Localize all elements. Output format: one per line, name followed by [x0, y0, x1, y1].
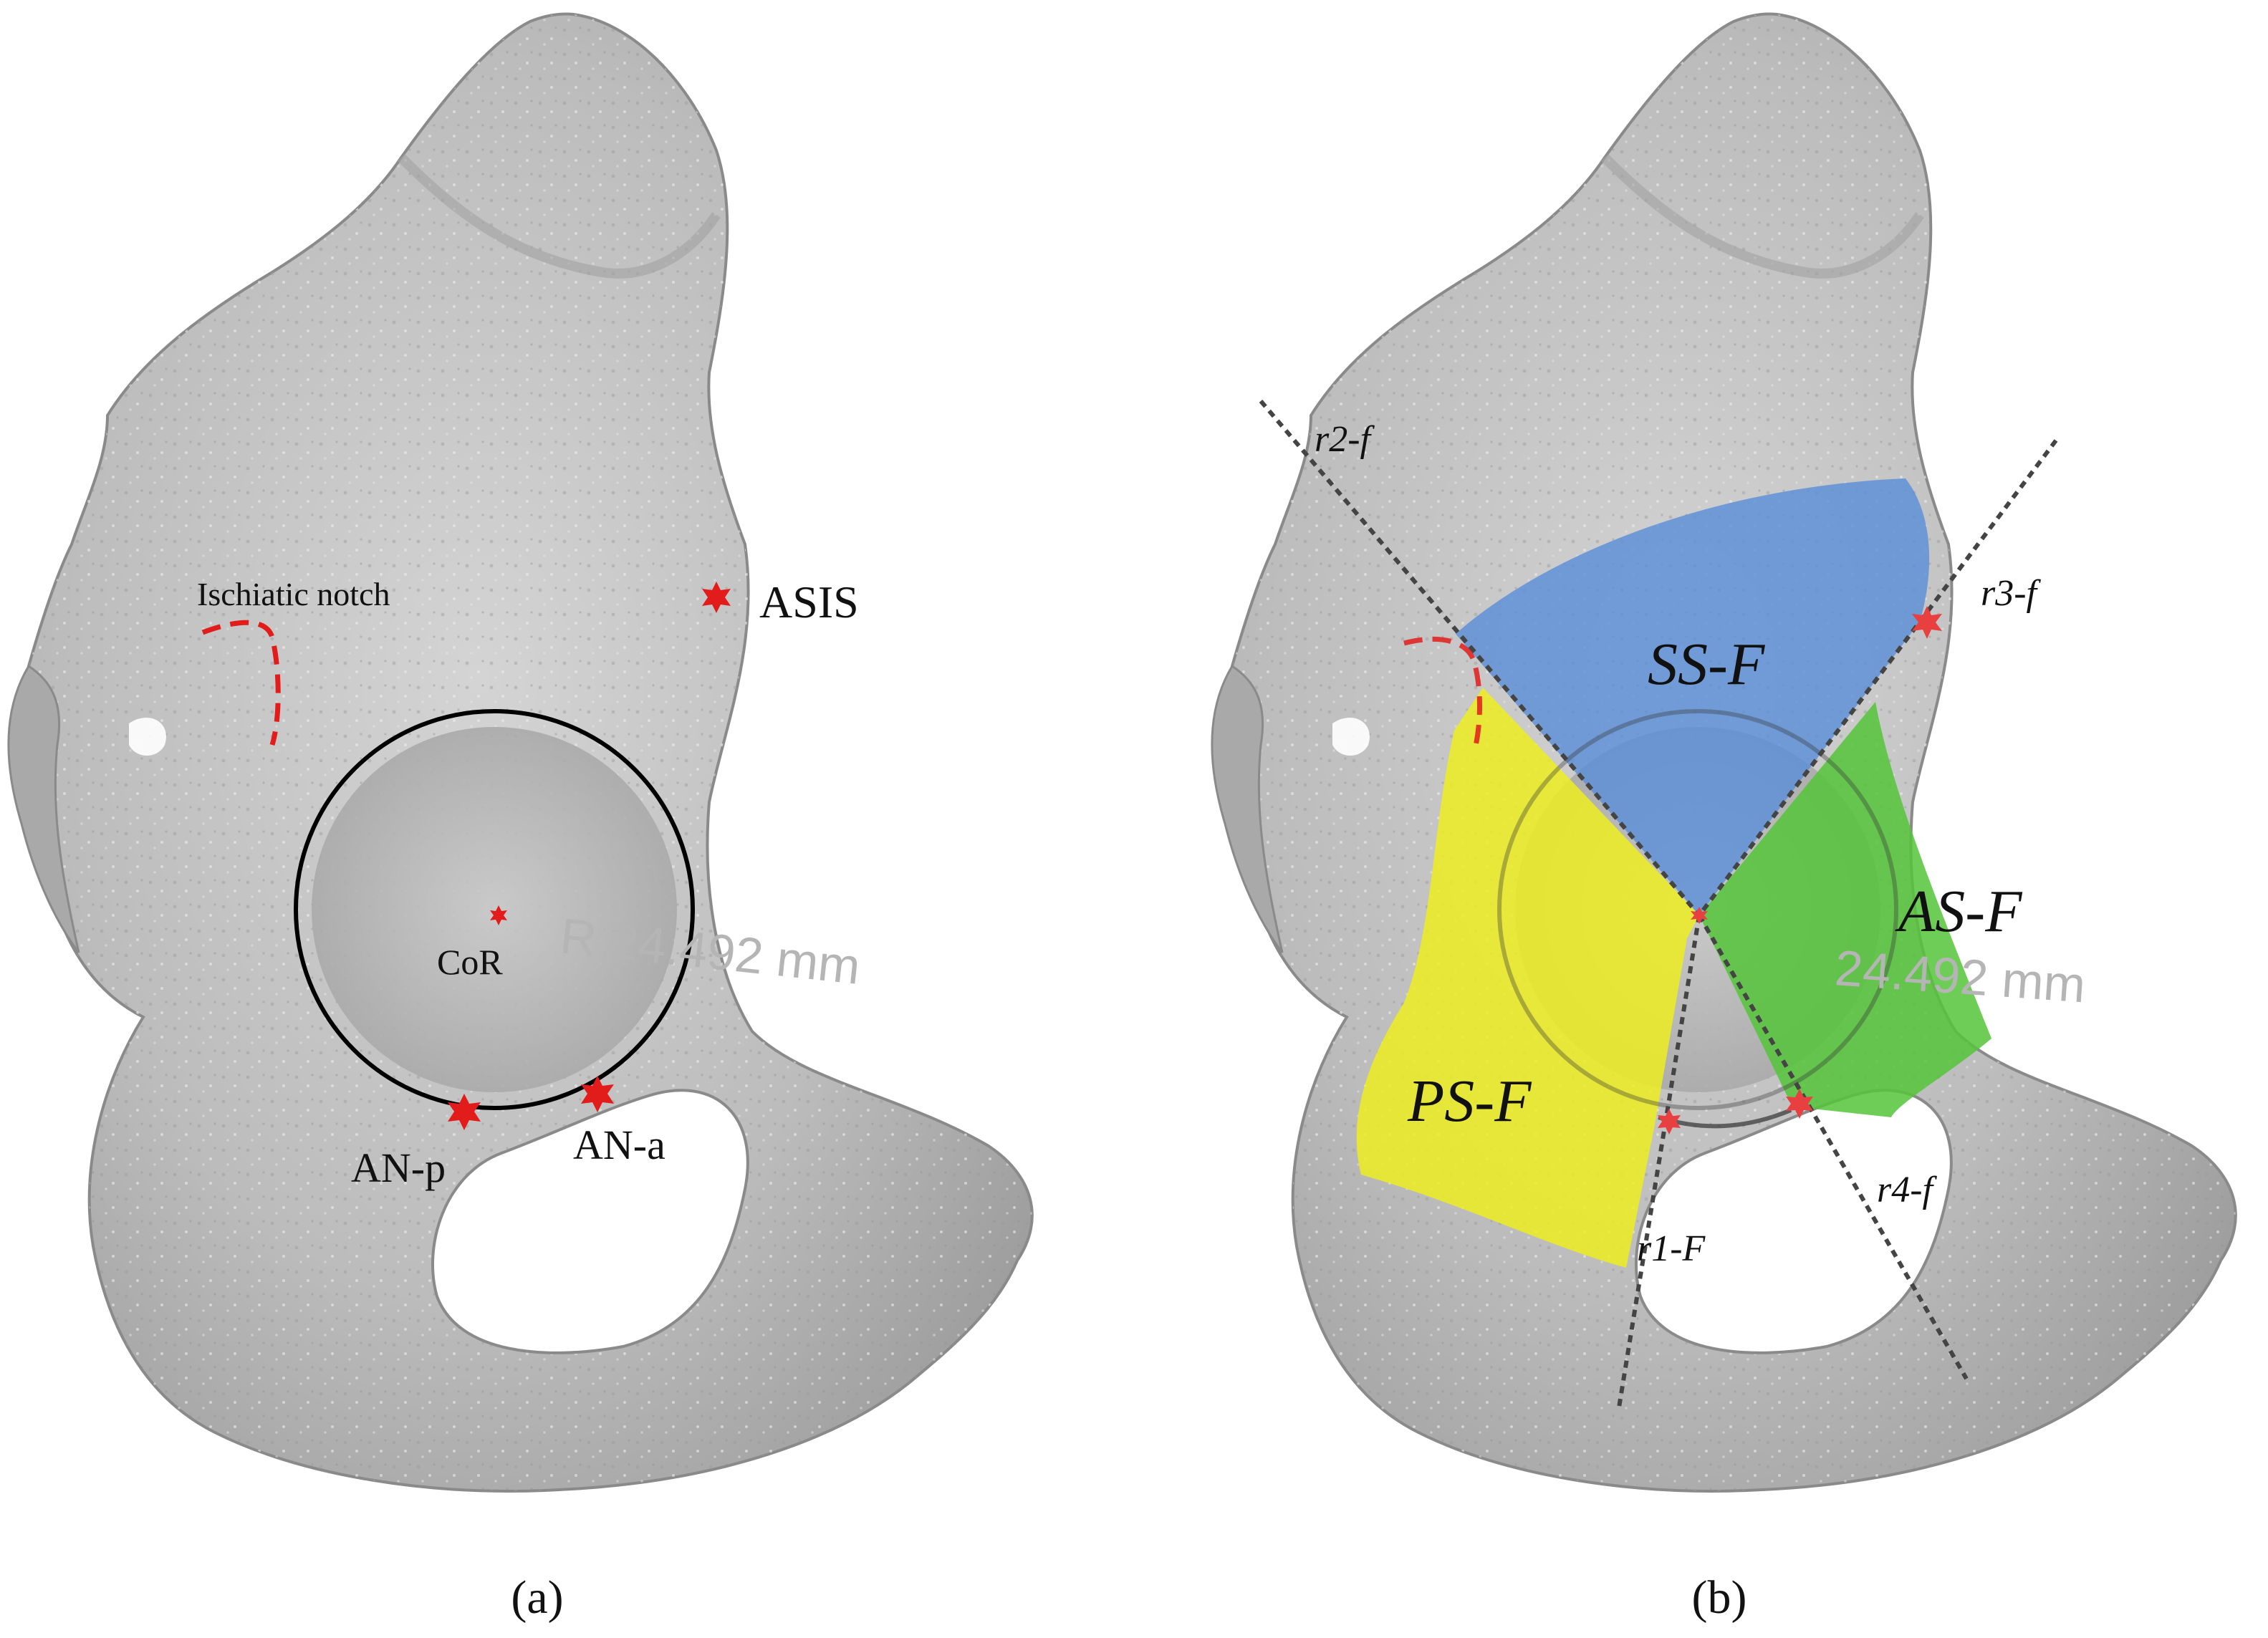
an-p-marker-b: [1658, 1109, 1681, 1134]
r4-f-label: r4-f: [1877, 1170, 1938, 1210]
cor-marker-b: [1691, 907, 1708, 924]
as-f-region: [1699, 702, 1991, 1117]
r1-f-line: [1617, 915, 1701, 1408]
an-a-marker-b: [1786, 1089, 1813, 1119]
r1-f-label: r1-F: [1637, 1228, 1706, 1269]
cor-marker: [490, 905, 507, 925]
an-a-label: AN-a: [573, 1122, 665, 1168]
acetabulum-circle-a: [294, 709, 695, 1110]
ps-f-region: [1356, 688, 1699, 1268]
asis-label: ASIS: [759, 577, 859, 627]
r2-f-line: [1259, 400, 1701, 917]
ischiatic-notch-curve: [201, 620, 281, 746]
as-f-label: AS-F: [1895, 878, 2023, 945]
caption-b: (b): [1692, 1571, 1747, 1624]
obturator-foramen-a: [431, 1089, 749, 1354]
ss-f-label: SS-F: [1648, 631, 1766, 698]
red-star-icon: [1658, 606, 1942, 1134]
panel-b: 24.492 mm SS-F AS-F PS-F r2-f r3-f r1-F …: [1211, 12, 2237, 1624]
pelvis-bone-a: [7, 12, 1034, 1493]
ischiatic-notch-label: Ischiatic notch: [197, 576, 390, 612]
asis-marker: [702, 582, 731, 613]
an-p-label: AN-p: [351, 1145, 446, 1191]
red-star-icon: [448, 582, 731, 1130]
ischiatic-notch-curve-b: [1403, 637, 1482, 753]
ss-f-region: [1456, 478, 1930, 915]
ps-f-label: PS-F: [1407, 1068, 1532, 1134]
r2-f-label: r2-f: [1315, 419, 1375, 460]
an-p-marker: [448, 1094, 481, 1130]
r3-f-label: r3-f: [1981, 573, 2042, 614]
asis-marker-b: [1912, 606, 1942, 639]
acetabulum-circle-b: [1497, 709, 1898, 1110]
panel-a: R 24.492 mm Ischiatic notch ASIS CoR AN-…: [7, 12, 1034, 1624]
r3-f-line: [1697, 439, 2058, 917]
an-a-marker: [581, 1076, 614, 1112]
cor-label: CoR: [437, 942, 503, 982]
caption-a: (a): [511, 1571, 563, 1624]
